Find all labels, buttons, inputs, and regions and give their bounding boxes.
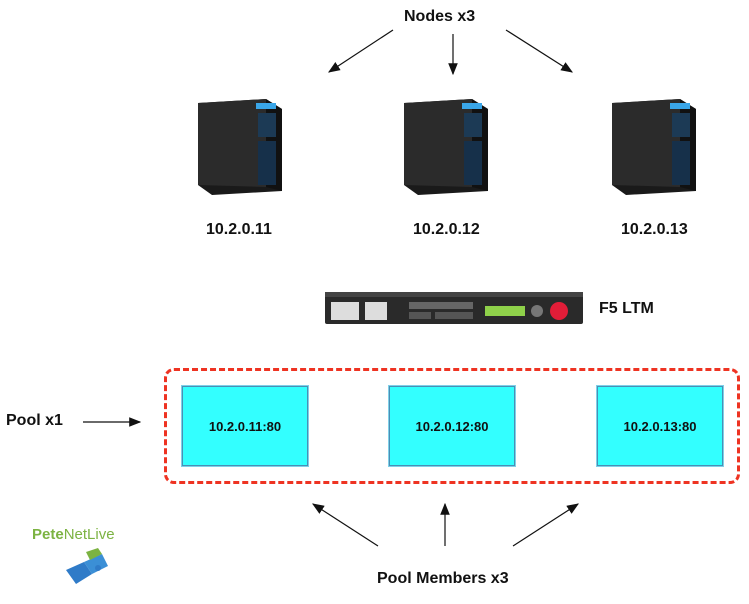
- arrow-to-member-1: [311, 503, 379, 547]
- pool-member-3: 10.2.0.13:80: [597, 386, 723, 466]
- node-ip-3: 10.2.0.13: [621, 221, 688, 238]
- petenetlive-logo: PeteNetLive: [32, 526, 115, 543]
- pool-label: Pool x1: [6, 412, 63, 429]
- pool-member-address: 10.2.0.12:80: [415, 418, 489, 434]
- server-icon: [612, 99, 696, 195]
- arrow-to-node-1: [327, 29, 394, 73]
- logo-part-2: NetLive: [63, 526, 115, 543]
- pool-member-address: 10.2.0.13:80: [623, 418, 697, 434]
- pool-container: [164, 368, 740, 484]
- pool-member-2: 10.2.0.12:80: [389, 386, 515, 466]
- pool-member-1: 10.2.0.11:80: [182, 386, 308, 466]
- pool-member-address: 10.2.0.11:80: [208, 418, 282, 434]
- nodes-label: Nodes x3: [404, 8, 476, 25]
- pool-members-label: Pool Members x3: [377, 570, 509, 587]
- node-ip-2: 10.2.0.12: [413, 221, 480, 238]
- server-icon: [198, 99, 282, 195]
- logo-part-1: Pete: [32, 526, 64, 543]
- f5-ltm-appliance-icon: [325, 292, 583, 324]
- arrow-to-member-3: [512, 503, 580, 547]
- node-ip-1: 10.2.0.11: [206, 221, 272, 238]
- f5-ltm-label: F5 LTM: [599, 300, 654, 317]
- arrow-to-node-3: [505, 29, 574, 73]
- server-icon: [404, 99, 488, 195]
- puzzle-icon: [66, 548, 108, 584]
